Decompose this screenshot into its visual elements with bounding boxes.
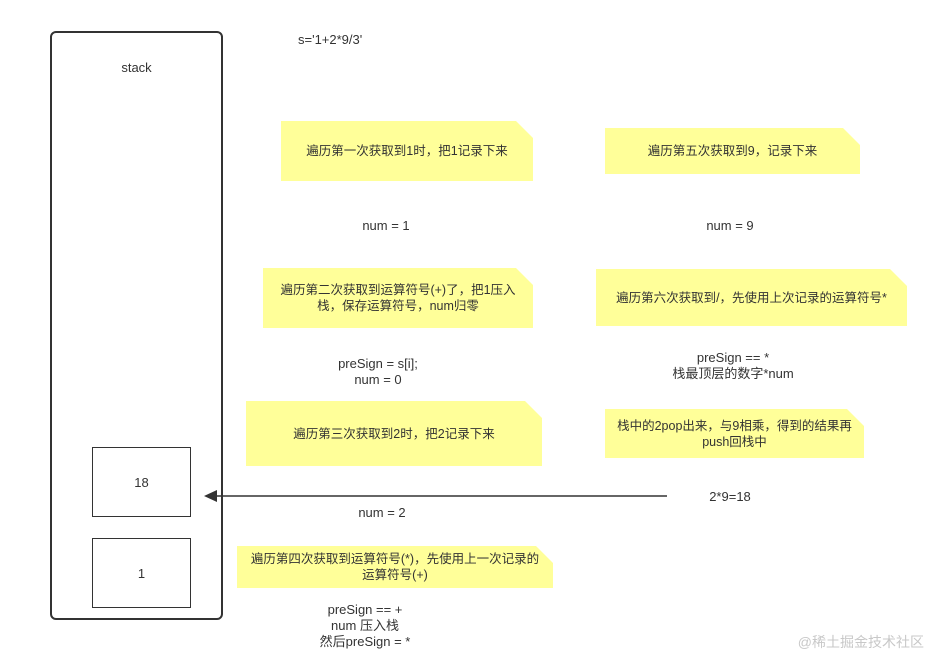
label-presign-1: preSign = s[i]; num = 0 [318, 356, 438, 388]
note-fold [890, 269, 907, 286]
note-step-3: 遍历第三次获取到2时，把2记录下来 [246, 401, 542, 466]
note-step-2-text: 遍历第二次获取到运算符号(+)了，把1压入栈，保存运算符号，num归零 [280, 283, 516, 313]
label-num-9: num = 9 [706, 218, 754, 233]
stack-cell-bottom: 1 [92, 538, 191, 608]
label-presign-1-line1: preSign = s[i]; [338, 356, 418, 371]
note-step-1-text: 遍历第一次获取到1时，把1记录下来 [306, 144, 508, 158]
note-step-7-text: 栈中的2pop出来，与9相乘，得到的结果再push回栈中 [617, 418, 852, 449]
label-presign-1-line2: num = 0 [354, 372, 402, 387]
label-presign-3: preSign == * 栈最顶层的数字*num [653, 350, 813, 382]
stack-title: stack [121, 60, 152, 75]
note-step-5: 遍历第五次获取到9，记录下来 [605, 128, 860, 174]
watermark: @稀土掘金技术社区 [797, 634, 924, 650]
stack-container [50, 31, 223, 620]
note-step-1: 遍历第一次获取到1时，把1记录下来 [281, 121, 533, 181]
note-fold [516, 121, 533, 138]
note-fold [536, 546, 553, 563]
label-num-1: num = 1 [362, 218, 410, 233]
note-step-5-text: 遍历第五次获取到9，记录下来 [647, 144, 818, 158]
label-presign-2-line2: num 压入栈 [331, 618, 399, 633]
note-step-4: 遍历第四次获取到运算符号(*)，先使用上一次记录的运算符号(+) [237, 546, 553, 588]
note-step-7: 栈中的2pop出来，与9相乘，得到的结果再push回栈中 [605, 409, 864, 458]
stack-cell-top: 18 [92, 447, 191, 517]
label-calc: 2*9=18 [709, 489, 751, 504]
note-fold [843, 128, 860, 145]
note-step-2: 遍历第二次获取到运算符号(+)了，把1压入栈，保存运算符号，num归零 [263, 268, 533, 328]
note-step-3-text: 遍历第三次获取到2时，把2记录下来 [293, 426, 495, 441]
note-step-6-text: 遍历第六次获取到/，先使用上次记录的运算符号* [616, 290, 887, 305]
note-step-4-text: 遍历第四次获取到运算符号(*)，先使用上一次记录的运算符号(+) [250, 552, 540, 582]
label-presign-2-line1: preSign == + [327, 602, 403, 617]
note-fold [525, 401, 542, 418]
label-presign-2-line3: 然后preSign = * [319, 634, 411, 649]
formula-label: s='1+2*9/3' [298, 32, 363, 47]
note-fold [516, 268, 533, 285]
note-fold [847, 409, 864, 426]
label-presign-2: preSign == + num 压入栈 然后preSign = * [305, 602, 425, 650]
note-step-6: 遍历第六次获取到/，先使用上次记录的运算符号* [596, 269, 907, 326]
label-presign-3-line1: preSign == * [696, 350, 770, 365]
label-presign-3-line2: 栈最顶层的数字*num [672, 366, 794, 381]
label-num-2: num = 2 [358, 505, 406, 520]
push-arrow-head [204, 490, 217, 502]
